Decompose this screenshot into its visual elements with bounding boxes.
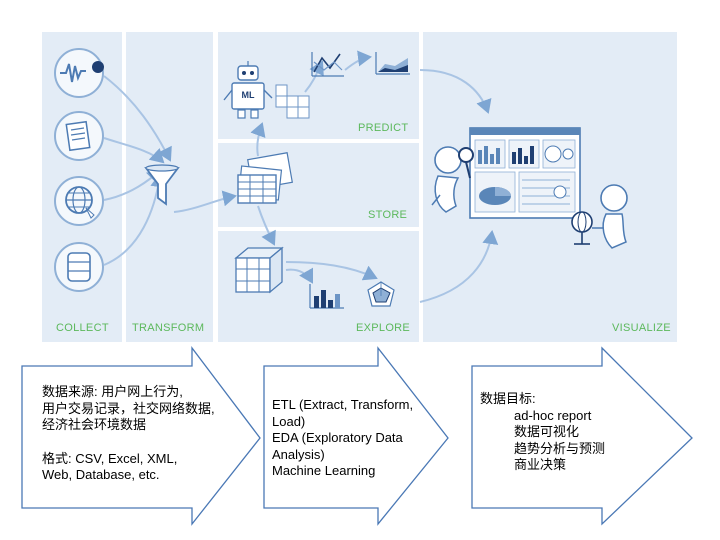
- arrow3-text: 数据目标: ad-hoc report 数据可视化 趋势分析与预测 商业决策: [480, 391, 605, 474]
- arrow1-line5: Web, Database, etc.: [42, 467, 160, 482]
- funnel-icon: [144, 164, 180, 206]
- arrow1-line3: 经济社会环境数据: [42, 417, 147, 432]
- arrow3-item4: 商业决策: [514, 457, 567, 472]
- database-icon: [54, 242, 104, 292]
- data-cube-icon: [234, 246, 284, 294]
- area-chart-icon: [375, 52, 410, 75]
- arrow1-line1: 数据来源: 用户网上行为,: [42, 384, 183, 399]
- presenter-figure-icon: [571, 184, 628, 249]
- arrow3-item3: 趋势分析与预测: [514, 440, 606, 456]
- radar-chart-icon: [367, 281, 395, 307]
- arrow1-text: 数据来源: 用户网上行为, 用户交易记录，社交网络数据, 经济社会环境数据 格式…: [42, 384, 215, 484]
- visualize-label: VISUALIZE: [612, 322, 671, 334]
- arrow1-line4: 格式: CSV, Excel, XML,: [42, 450, 178, 466]
- globe-icon: [54, 176, 104, 226]
- line-chart-icon: [311, 52, 344, 77]
- arrow2-line1: ETL (Extract, Transform,: [272, 397, 414, 412]
- arrow-shape-3: [471, 346, 693, 526]
- document-icon: [54, 111, 104, 161]
- arrow2-text: ETL (Extract, Transform, Load) EDA (Expl…: [272, 397, 413, 480]
- store-label: STORE: [368, 209, 408, 221]
- arrow2-line3: EDA (Exploratory Data: [272, 430, 403, 445]
- arrow2-line2: Load): [272, 413, 306, 429]
- arrow1-line2: 用户交易记录，社交网络数据,: [42, 400, 215, 416]
- arrow2-line5: Machine Learning: [272, 463, 376, 478]
- bar-chart-icon: [309, 284, 344, 309]
- dashboard-icon: [469, 127, 581, 219]
- predict-label: PREDICT: [358, 122, 409, 134]
- transform-panel: [126, 32, 213, 342]
- transform-label: TRANSFORM: [132, 322, 205, 334]
- explore-label: EXPLORE: [356, 322, 411, 334]
- arrow3-item1: ad-hoc report: [514, 407, 592, 423]
- arrow-shape-2: [263, 346, 449, 526]
- arrow-shape-1: [21, 346, 261, 526]
- arrow3-title: 数据目标:: [480, 391, 536, 406]
- signal-wave-icon: [54, 48, 104, 98]
- robot-ml-icon: [223, 61, 273, 119]
- robot-ml-badge: ML: [241, 90, 255, 100]
- spreadsheet-stack-icon: [237, 152, 293, 204]
- analyst-figure-icon: [431, 146, 474, 213]
- arrow3-item2: 数据可视化: [514, 424, 580, 439]
- arrow2-line4: Analysis): [272, 446, 325, 462]
- collect-label: COLLECT: [56, 322, 109, 334]
- blocks-icon: [275, 84, 310, 119]
